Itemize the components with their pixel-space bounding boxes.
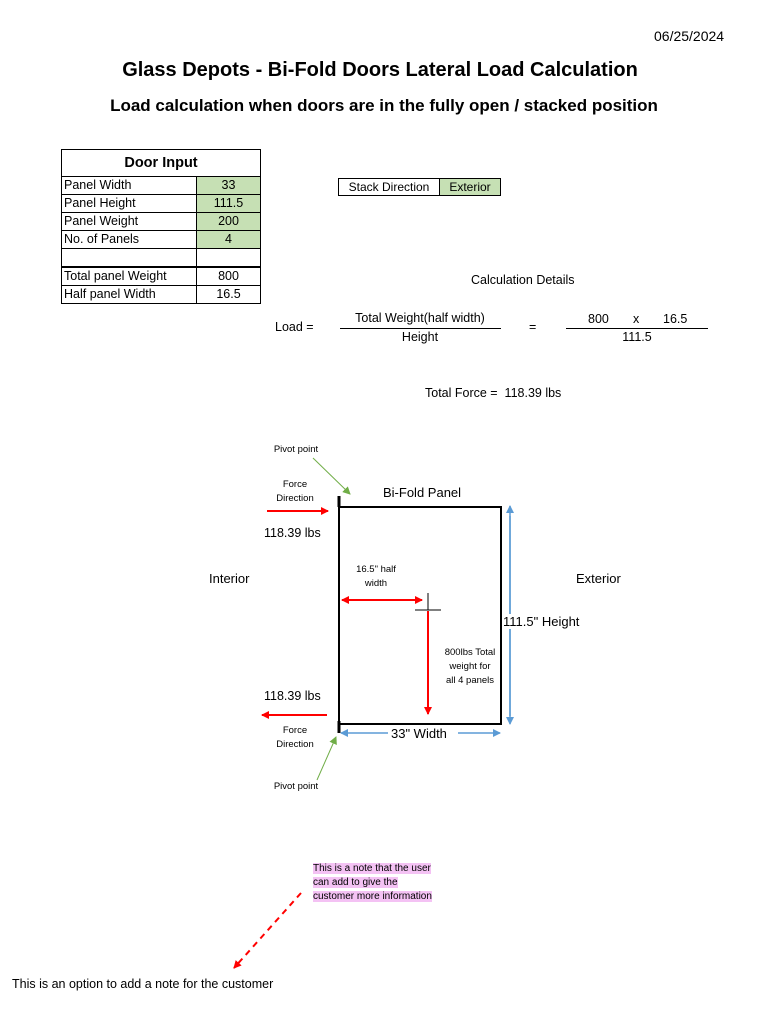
total-force: Total Force = 118.39 lbs xyxy=(425,386,562,400)
stack-direction-label: Stack Direction xyxy=(339,179,440,195)
total-weight-value: 800 xyxy=(196,266,261,286)
note-option-text: This is an option to add a note for the … xyxy=(12,977,274,991)
panel-label: Bi-Fold Panel xyxy=(383,485,462,500)
note-line: can add to give the xyxy=(313,877,398,888)
page-subtitle: Load calculation when doors are in the f… xyxy=(110,96,658,115)
load-label: Load = xyxy=(275,320,314,334)
exterior-label: Exterior xyxy=(576,571,621,586)
pivot-pointer-top xyxy=(312,457,351,495)
force-value-bottom: 118.39 lbs xyxy=(264,689,321,703)
date: 06/25/2024 xyxy=(654,28,725,44)
weight-note: 800lbs Total weight for all 4 panels xyxy=(444,647,496,686)
stack-direction-select[interactable]: Exterior xyxy=(440,179,500,195)
force-direction-label-top: Force Direction xyxy=(276,479,314,504)
formula-denominator: Height xyxy=(401,330,439,344)
value-111-5: 111.5 xyxy=(622,330,652,344)
width-label: 33" Width xyxy=(391,726,447,741)
page-title: Glass Depots - Bi-Fold Doors Lateral Loa… xyxy=(122,59,638,81)
panel-weight-label: Panel Weight xyxy=(61,212,197,231)
door-input-table: Door Input Panel Width 33 Panel Height 1… xyxy=(61,149,261,304)
half-width-label: Half panel Width xyxy=(61,285,197,304)
formula-numerator: Total Weight(half width) xyxy=(355,311,485,325)
half-width-label: 16.5" half width xyxy=(356,564,396,589)
value-800: 800 xyxy=(588,312,609,326)
calc-heading: Calculation Details xyxy=(471,273,575,287)
panel-weight-input[interactable]: 200 xyxy=(196,212,261,231)
value-16-5: 16.5 xyxy=(663,312,688,326)
note-pointer-arrow xyxy=(233,892,302,969)
force-direction-label-bottom: Force Direction xyxy=(276,725,314,750)
note-line: This is a note that the user xyxy=(313,863,431,874)
num-panels-input[interactable]: 4 xyxy=(196,230,261,249)
value-divider xyxy=(566,328,708,329)
door-input-header: Door Input xyxy=(61,149,261,177)
panel-height-input[interactable]: 111.5 xyxy=(196,194,261,213)
times-sign: x xyxy=(633,312,640,326)
num-panels-label: No. of Panels xyxy=(61,230,197,249)
half-width-value: 16.5 xyxy=(196,285,261,304)
force-value-top: 118.39 lbs xyxy=(264,526,321,540)
customer-note-bubble[interactable]: This is a note that the user can add to … xyxy=(313,862,443,904)
panel-rect xyxy=(338,506,502,725)
stack-direction: Stack Direction Exterior xyxy=(338,178,501,196)
interior-label: Interior xyxy=(209,571,250,586)
formula-divider xyxy=(340,328,501,329)
pivot-pointer-bottom xyxy=(316,736,337,781)
note-line: customer more information xyxy=(313,891,432,902)
pivot-label-bottom: Pivot point xyxy=(273,781,319,792)
height-label: 111.5" Height xyxy=(503,614,580,629)
equals-sign: = xyxy=(529,320,537,334)
pivot-label-top: Pivot point xyxy=(273,444,319,455)
